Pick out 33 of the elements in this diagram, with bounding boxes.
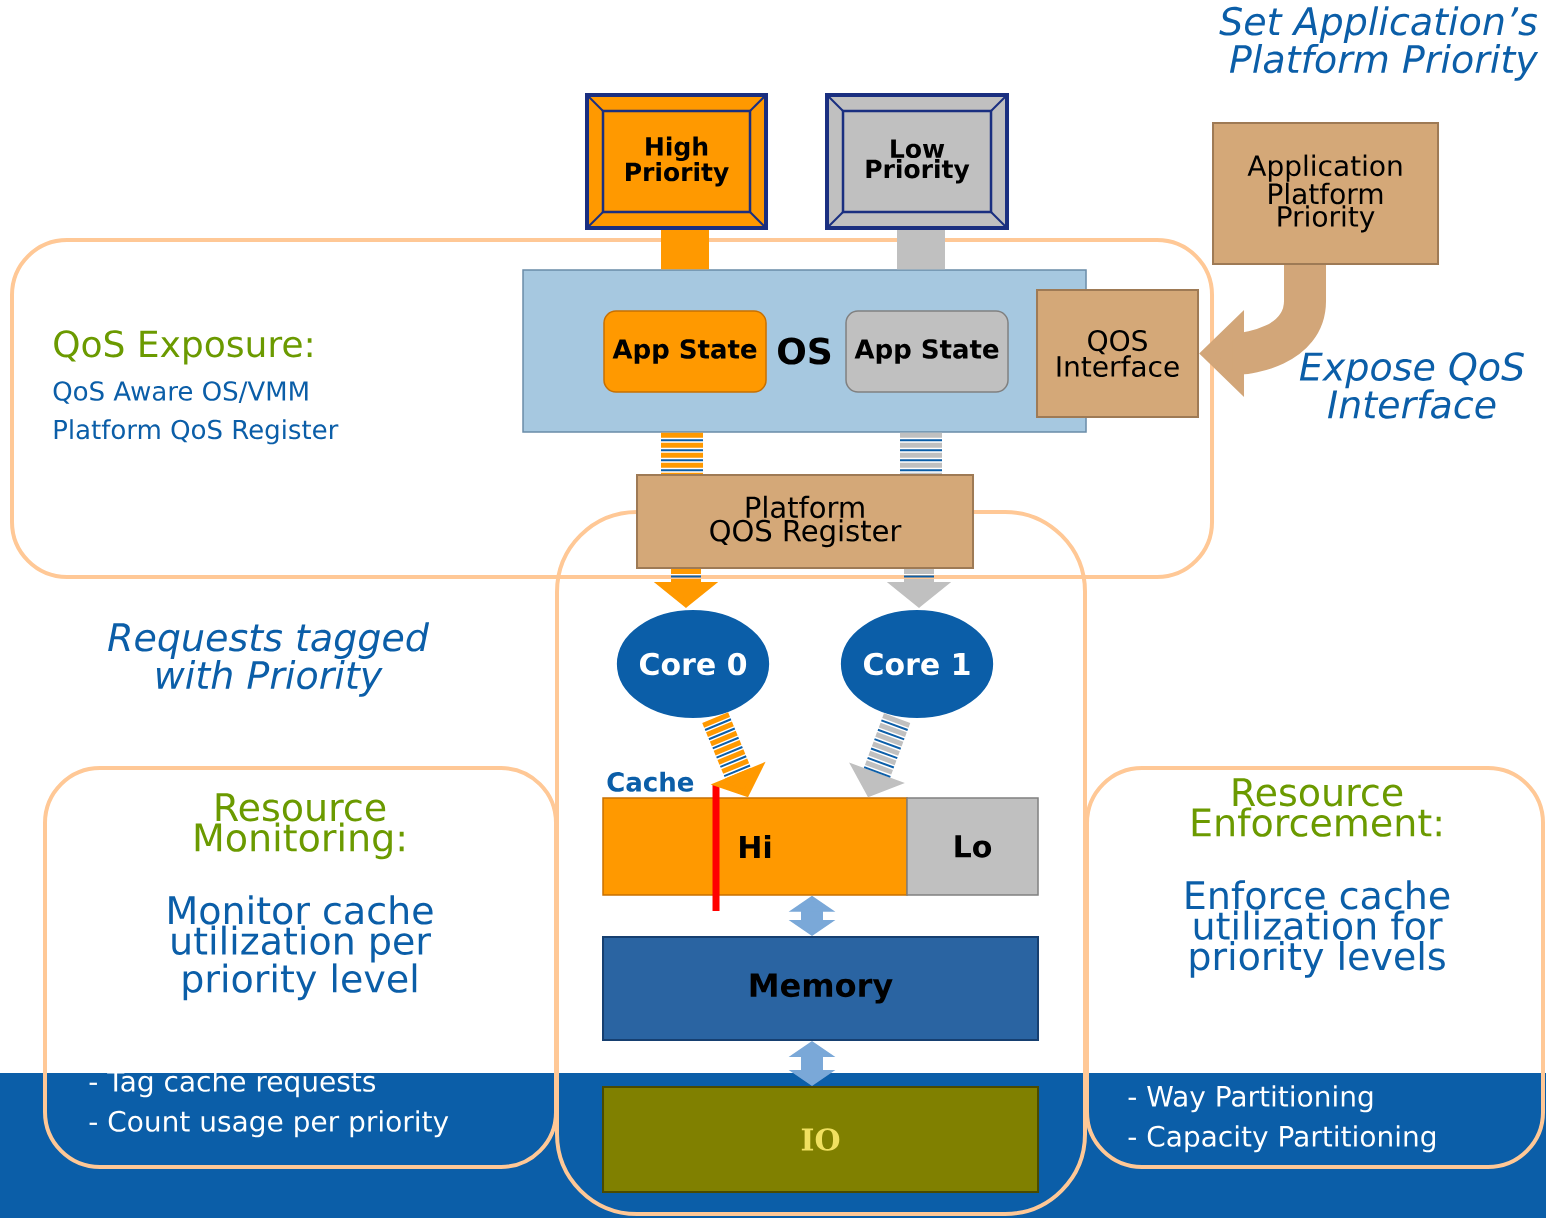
register-box: Platform QOS Register [636, 474, 974, 569]
heading: Resource Monitoring: [195, 793, 404, 860]
memory-box: Memory [602, 936, 1039, 1041]
note-text: Set Application’s Platform Priority [1219, 6, 1539, 81]
node-label: Cache [607, 771, 694, 792]
priority-box: Low Priority [825, 93, 1009, 230]
connector-bar [900, 432, 942, 474]
description: Enforce cache utilization for priority levels [1186, 880, 1450, 978]
rounded-panel [10, 238, 1214, 579]
heading: Resource Enforcement: [1192, 778, 1441, 837]
connector-bar [661, 230, 709, 270]
priority-box: High Priority [585, 93, 768, 230]
state-box: App State [845, 310, 1009, 393]
bullet-item: - Count usage per priority [89, 1110, 449, 1138]
rounded-panel [1085, 766, 1545, 1169]
cache-segment: Lo [906, 797, 1039, 896]
io-box: IO [602, 1086, 1039, 1193]
cache-segment: Hi Cache [602, 771, 908, 896]
connector-bar [661, 432, 703, 474]
state-box: App State [603, 310, 767, 393]
description: QoS Aware OS/VMM [53, 381, 308, 404]
note-text: Expose QoS Interface [1299, 352, 1524, 419]
heading: QoS Exposure: [54, 330, 312, 365]
bullet-item: - Capacity Partitioning [1128, 1125, 1435, 1153]
description: Monitor cache utilization per priority level [169, 895, 433, 1001]
interface-box: QOS Interface [1036, 289, 1199, 418]
bullet-item: - Way Partitioning [1128, 1085, 1373, 1113]
description: Platform QoS Register [54, 419, 339, 445]
priority-box: Application Platform Priority [1212, 122, 1439, 265]
note-text: Requests tagged with Priority [108, 622, 430, 697]
arrow [788, 1041, 836, 1086]
connector-bar [897, 230, 945, 270]
rounded-panel [43, 766, 558, 1169]
